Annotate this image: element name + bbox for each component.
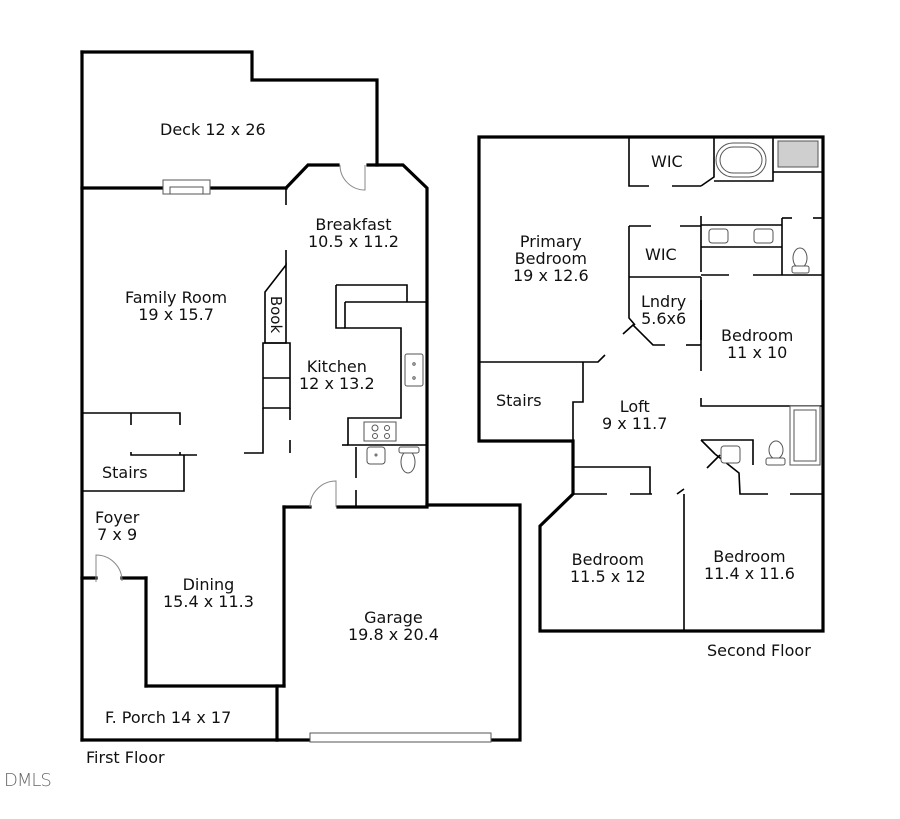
room-label-garage: Garage 19.8 x 20.4 [348, 608, 439, 644]
room-label-stairs-second: Stairs [496, 391, 542, 410]
room-label-bedroom-2: Bedroom 11 x 10 [721, 326, 794, 362]
room-label-front-porch: F. Porch 14 x 17 [105, 708, 232, 727]
room-label-breakfast: Breakfast 10.5 x 11.2 [308, 215, 399, 251]
room-label-foyer: Foyer 7 x 9 [95, 508, 140, 544]
room-label-bedroom-4: Bedroom 11.4 x 11.6 [704, 547, 795, 583]
second-floor-caption: Second Floor [707, 641, 811, 660]
room-label-family-room: Family Room 19 x 15.7 [125, 288, 228, 324]
room-label-wic-top: WIC [651, 152, 683, 171]
first-floor-doors [95, 164, 366, 582]
room-label-loft: Loft 9 x 11.7 [602, 397, 668, 433]
second-floor-walls [477, 135, 825, 633]
room-label-laundry: Lndry 5.6x6 [641, 292, 687, 328]
room-label-book: Book [267, 295, 286, 334]
room-label-bedroom-3: Bedroom 11.5 x 12 [570, 550, 646, 586]
room-label-dining: Dining 15.4 x 11.3 [163, 575, 254, 611]
room-label-stairs-first: Stairs [102, 463, 148, 482]
second-floor-interior [479, 137, 823, 631]
room-label-wic-inner: WIC [645, 245, 677, 264]
first-floor-walls [80, 50, 522, 742]
room-label-deck: Deck 12 x 26 [160, 120, 266, 139]
room-label-primary-bedroom: Primary Bedroom 19 x 12.6 [513, 232, 589, 285]
room-label-kitchen: Kitchen 12 x 13.2 [299, 357, 375, 393]
dmls-watermark: DMLS [4, 770, 52, 791]
first-floor-caption: First Floor [86, 748, 165, 767]
first-floor-interior [82, 179, 492, 743]
